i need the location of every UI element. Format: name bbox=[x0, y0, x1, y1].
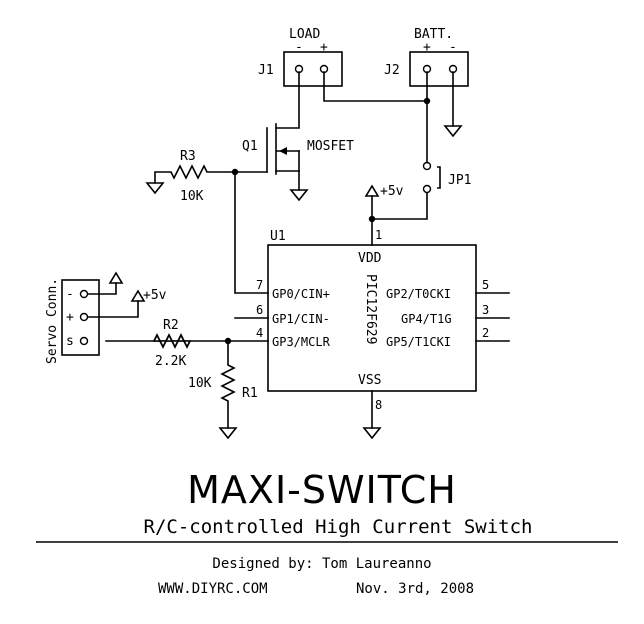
supply-5v-vdd: +5v bbox=[364, 184, 404, 220]
r3-value-label: 10K bbox=[180, 189, 204, 204]
u1-vdd-pin-number: 1 bbox=[375, 228, 382, 242]
j1-name-label: LOAD bbox=[289, 27, 320, 42]
servo-pin-plus-label: + bbox=[66, 310, 74, 325]
j1-ref-label: J1 bbox=[258, 63, 274, 78]
jumper-jp1: JP1 bbox=[368, 161, 471, 246]
u1-vss-pin-number: 8 bbox=[375, 398, 382, 412]
ground-symbol-j2 bbox=[443, 71, 463, 138]
j1-pin-plus-label: + bbox=[320, 40, 328, 55]
u1-gp5-label: GP5/T1CKI bbox=[386, 335, 451, 349]
u1-gp4-label: GP4/T1G bbox=[401, 312, 452, 326]
j1-pin-minus-label: - bbox=[295, 40, 303, 55]
j2-name-label: BATT. bbox=[414, 27, 453, 42]
title-subtitle: R/C-controlled High Current Switch bbox=[144, 516, 533, 538]
wire-gate-net bbox=[231, 168, 269, 294]
u1-vss-label: VSS bbox=[358, 373, 381, 388]
vdd-supply-label: +5v bbox=[380, 184, 404, 199]
designer-credit: Designed by: Tom Laureanno bbox=[212, 556, 431, 572]
servo-pin-s-label: s bbox=[66, 334, 74, 349]
mosfet-q1: Q1 MOSFET bbox=[242, 71, 354, 202]
date-label: Nov. 3rd, 2008 bbox=[356, 581, 474, 597]
u1-vdd-label: VDD bbox=[358, 251, 382, 266]
servo-supply-wire: +5v bbox=[87, 288, 167, 318]
r1-ref-label: R1 bbox=[242, 386, 258, 401]
title-main: MAXI-SWITCH bbox=[187, 468, 457, 512]
servo-connector-label: Servo Conn. bbox=[45, 278, 60, 364]
u1-pin3-number: 3 bbox=[482, 303, 489, 317]
u1-pin4-number: 4 bbox=[256, 326, 263, 340]
j2-pin-plus-label: + bbox=[423, 40, 431, 55]
servo-pin-minus-label: - bbox=[66, 287, 74, 302]
u1-gp2-label: GP2/T0CKI bbox=[386, 287, 451, 301]
connector-j1-load: LOAD J1 - + bbox=[258, 27, 343, 87]
ic-u1: U1 1 VDD VSS PIC12F629 7 6 4 GP0/CIN+ GP… bbox=[105, 228, 510, 440]
u1-part-label: PIC12F629 bbox=[363, 274, 378, 344]
u1-pin5-number: 5 bbox=[482, 278, 489, 292]
resistor-r2: R2 2.2K bbox=[153, 318, 191, 369]
j2-ref-label: J2 bbox=[384, 63, 400, 78]
title-block: MAXI-SWITCH R/C-controlled High Current … bbox=[36, 468, 618, 597]
r1-value-label: 10K bbox=[188, 376, 212, 391]
r2-value-label: 2.2K bbox=[155, 354, 186, 369]
u1-ref-label: U1 bbox=[270, 229, 286, 244]
j2-pin-minus-label: - bbox=[449, 40, 457, 55]
u1-gp3-label: GP3/MCLR bbox=[272, 335, 331, 349]
resistor-r1: 10K R1 bbox=[188, 337, 258, 440]
servo-ground-wire bbox=[87, 271, 124, 295]
u1-gp1-label: GP1/CIN- bbox=[272, 312, 330, 326]
connector-j2-battery: BATT. J2 + - bbox=[384, 27, 469, 87]
resistor-r3: R3 10K bbox=[145, 149, 236, 204]
connector-servo: - + s Servo Conn. bbox=[45, 278, 100, 364]
u1-pin6-number: 6 bbox=[256, 303, 263, 317]
r3-ref-label: R3 bbox=[180, 149, 196, 164]
jp1-ref-label: JP1 bbox=[448, 173, 471, 188]
q1-ref-label: Q1 bbox=[242, 139, 258, 154]
q1-value-label: MOSFET bbox=[307, 139, 354, 154]
servo-supply-label: +5v bbox=[143, 288, 167, 303]
r2-ref-label: R2 bbox=[163, 318, 179, 333]
wire-load-batt-net bbox=[323, 71, 431, 163]
u1-gp0-label: GP0/CIN+ bbox=[272, 287, 330, 301]
u1-pin2-number: 2 bbox=[482, 326, 489, 340]
u1-pin7-number: 7 bbox=[256, 278, 263, 292]
website-label: WWW.DIYRC.COM bbox=[158, 581, 268, 597]
